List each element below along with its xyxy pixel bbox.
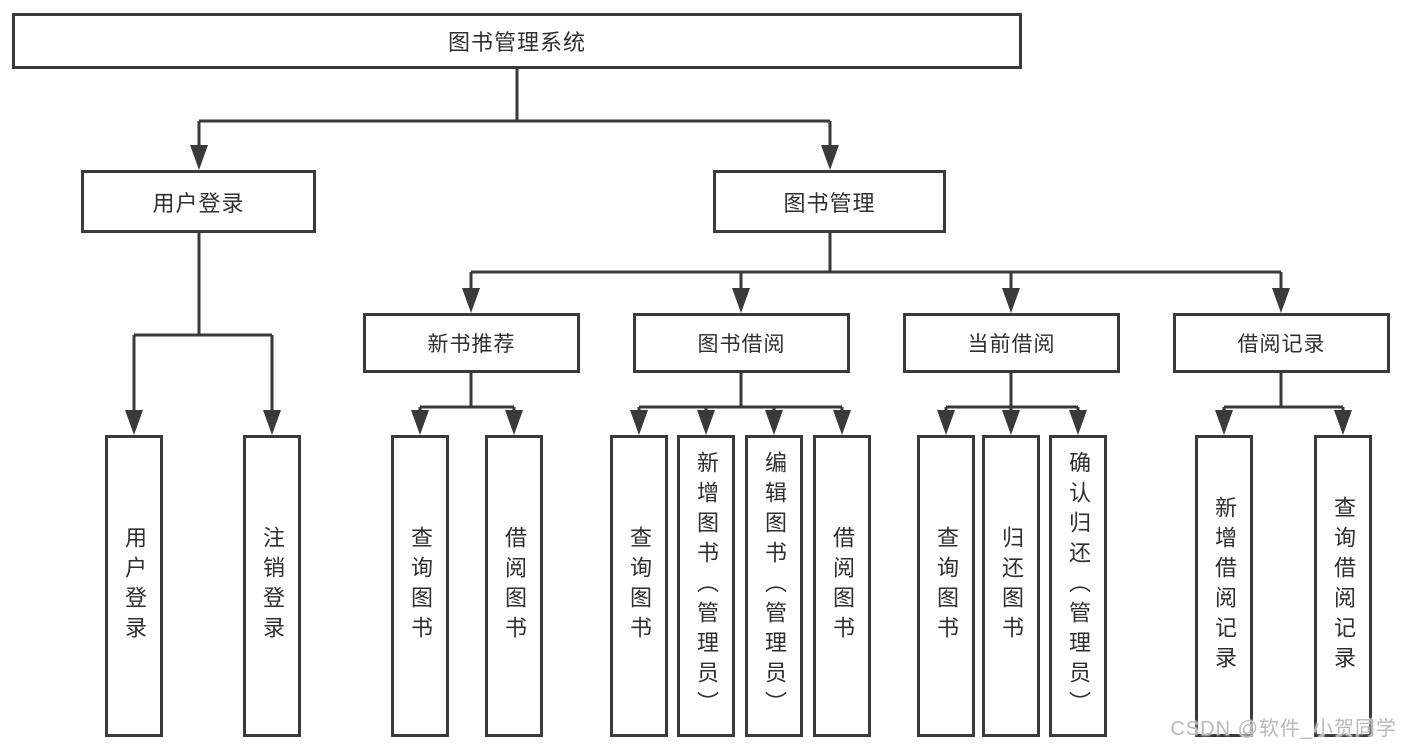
arrow-down-icon [630,410,648,435]
node-leaf-logout: 注销登录 [243,435,301,737]
connector-new-books-branch [418,373,516,412]
arrow-down-icon [697,410,715,435]
node-borrow-records: 借阅记录 [1173,313,1390,373]
arrow-down-icon [1334,410,1352,435]
leaf-label: 查询图书 [408,526,433,646]
node-leaf-query-books-3: 查询图书 [917,435,975,737]
node-leaf-add-borrow-record: 新增借阅记录 [1195,435,1253,737]
arrow-down-icon [765,410,783,435]
arrow-down-icon [1002,410,1020,435]
arrow-down-icon [821,145,839,170]
arrow-down-icon [411,410,429,435]
arrow-down-icon [1215,410,1233,435]
node-user-login: 用户登录 [81,170,316,233]
node-leaf-borrow-books-2: 借阅图书 [813,435,871,737]
node-root-system: 图书管理系统 [12,13,1022,69]
csdn-watermark: CSDN @软件_小贺同学 [1170,718,1397,740]
arrow-down-icon [263,410,281,435]
arrow-down-icon [937,410,955,435]
node-leaf-query-borrow-record: 查询借阅记录 [1314,435,1372,737]
leaf-label: 用户登录 [122,526,147,646]
arrow-down-icon [732,288,750,313]
connector-current-borrow-branch [944,373,1080,412]
node-book-borrowing: 图书借阅 [633,313,850,373]
node-book-management: 图书管理 [713,170,946,233]
connector-borrow-records-branch [1222,373,1345,412]
arrowheads [125,145,1352,435]
node-leaf-query-books-1: 查询图书 [391,435,449,737]
leaf-label: 查询借阅记录 [1331,496,1356,676]
node-leaf-user-login: 用户登录 [105,435,163,737]
arrow-down-icon [1002,288,1020,313]
connector-root-to-level1 [197,69,832,146]
arrow-down-icon [1069,410,1087,435]
node-leaf-add-books-admin: 新增图书（管理员） [677,435,735,737]
arrow-down-icon [125,410,143,435]
arrow-down-icon [505,410,523,435]
arrow-down-icon [190,145,208,170]
leaf-label: 确认归还（管理员） [1066,451,1091,721]
leaf-label: 借阅图书 [830,526,855,646]
leaf-label: 查询图书 [934,526,959,646]
node-leaf-borrow-books-1: 借阅图书 [485,435,543,737]
connector-book-mgmt-branch [469,233,1283,290]
leaf-label: 注销登录 [260,526,285,646]
arrow-down-icon [1272,288,1290,313]
leaf-label: 编辑图书（管理员） [762,451,787,721]
node-leaf-edit-books-admin: 编辑图书（管理员） [745,435,803,737]
node-new-book-recommend: 新书推荐 [363,313,580,373]
node-leaf-return-books: 归还图书 [982,435,1040,737]
connector-book-borrow-branch [637,373,844,412]
node-leaf-query-books-2: 查询图书 [610,435,668,737]
leaf-label: 查询图书 [627,526,652,646]
arrow-down-icon [833,410,851,435]
leaf-label: 借阅图书 [502,526,527,646]
node-current-borrowing: 当前借阅 [903,313,1120,373]
arrow-down-icon [462,288,480,313]
leaf-label: 新增图书（管理员） [694,451,719,721]
connector-user-login-branch [132,233,274,412]
node-leaf-confirm-return-admin: 确认归还（管理员） [1049,435,1107,737]
leaf-label: 新增借阅记录 [1212,496,1237,676]
leaf-label: 归还图书 [999,526,1024,646]
